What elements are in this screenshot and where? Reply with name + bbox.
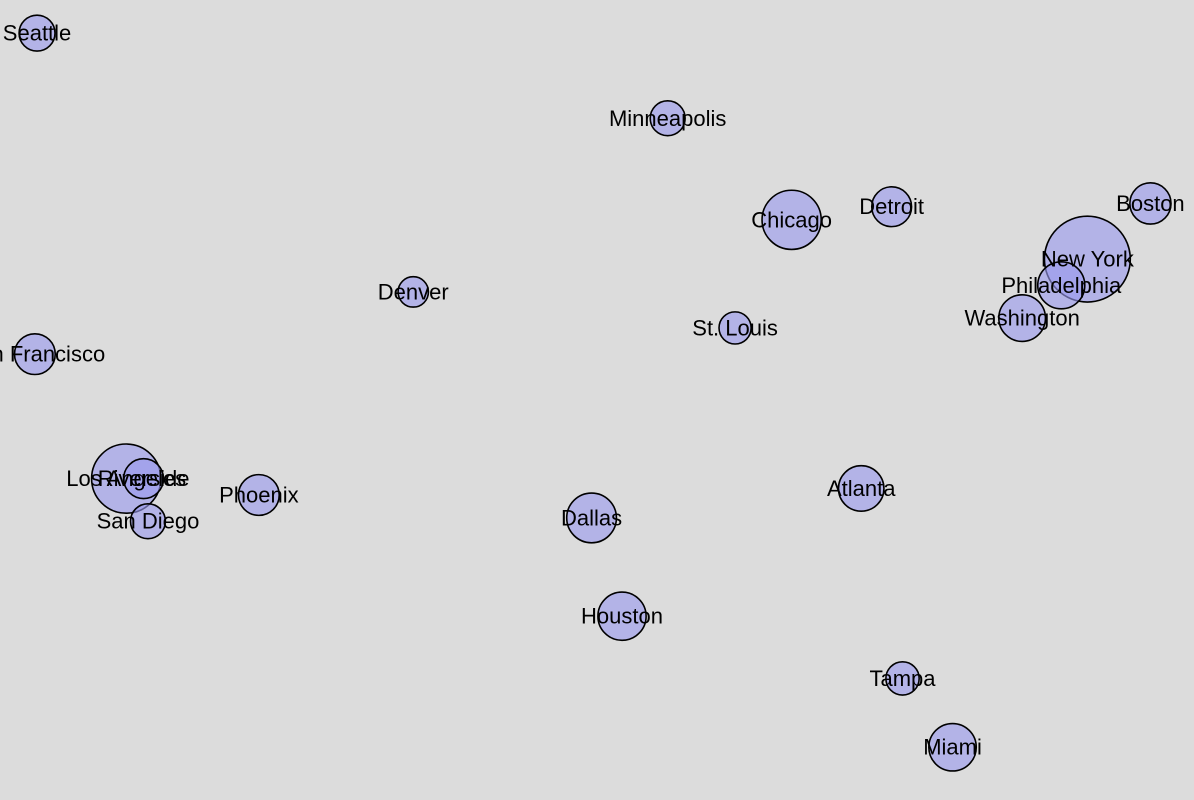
label-dallas: Dallas — [561, 505, 622, 530]
label-minneapolis: Minneapolis — [609, 106, 726, 131]
label-miami: Miami — [923, 735, 982, 760]
label-philadelphia: Philadelphia — [1001, 273, 1122, 298]
label-san-francisco: San Francisco — [0, 342, 105, 367]
label-seattle: Seattle — [3, 21, 72, 46]
bubble-san-francisco — [13, 332, 57, 376]
label-st-louis: St. Louis — [692, 315, 778, 340]
bubble-detroit — [870, 186, 913, 228]
label-phoenix: Phoenix — [219, 483, 299, 508]
bubble-denver — [397, 275, 430, 308]
bubble-layer — [13, 14, 1172, 772]
label-chicago: Chicago — [751, 207, 832, 232]
bubble-dallas — [565, 492, 618, 544]
label-houston: Houston — [581, 604, 663, 629]
bubble-washington — [998, 293, 1047, 343]
bubble-st-louis — [718, 311, 752, 345]
label-san-diego: San Diego — [97, 509, 200, 534]
bubble-boston — [1129, 182, 1172, 225]
bubble-chicago — [761, 189, 823, 251]
bubble-houston — [597, 591, 647, 642]
bubble-philadelphia — [1036, 261, 1086, 310]
bubble-seattle — [18, 14, 56, 52]
bubble-atlanta — [837, 464, 885, 512]
bubble-phoenix — [237, 473, 281, 517]
label-denver: Denver — [378, 279, 449, 304]
bubble-tampa — [885, 661, 920, 696]
label-atlanta: Atlanta — [827, 476, 896, 501]
bubble-minneapolis — [649, 100, 686, 137]
label-new-york: New York — [1041, 247, 1135, 272]
label-los-angeles: Los Angeles — [66, 466, 186, 491]
bubble-miami — [928, 722, 978, 772]
label-riverside: Riverside — [98, 466, 190, 491]
label-tampa: Tampa — [870, 666, 937, 691]
label-washington: Washington — [964, 306, 1079, 331]
label-detroit: Detroit — [859, 194, 924, 219]
label-boston: Boston — [1116, 191, 1185, 216]
bubble-san-diego — [129, 502, 167, 540]
bubble-riverside — [122, 457, 165, 500]
